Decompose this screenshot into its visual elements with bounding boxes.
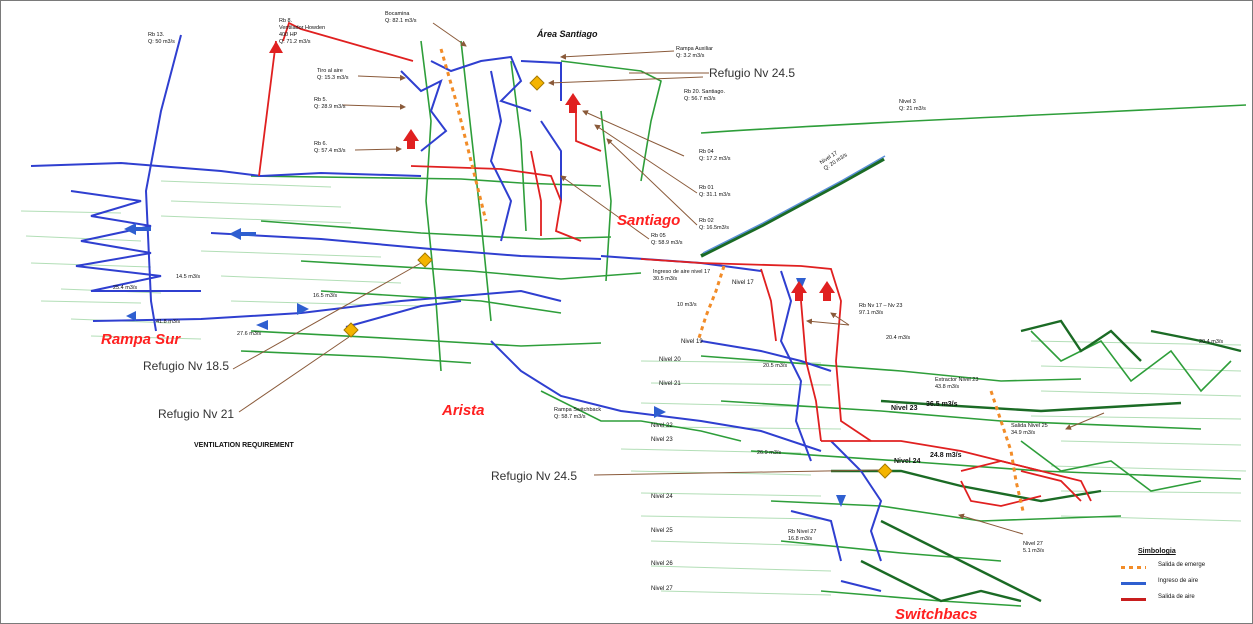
callout-rb05: Rb 05 Q: 58.9 m3/s xyxy=(651,233,683,246)
legend-label: Salida de aire xyxy=(1158,594,1195,600)
legend-title: Simbologia xyxy=(1138,548,1176,555)
nivel-label: Nivel 17 xyxy=(732,280,754,286)
legend-label: Ingreso de aire xyxy=(1158,578,1199,584)
exhaust-direction-arrows xyxy=(269,41,835,301)
nivel-label: Nivel 23 xyxy=(651,437,673,443)
callout-rb20: Rb 20. Santiago. Q: 56.7 m3/s xyxy=(684,89,725,102)
zone-label-switchbacs: Switchbacs xyxy=(895,606,978,623)
callout-rb01: Rb 01 Q: 31.1 m3/s xyxy=(699,185,731,198)
callout-ingreso-nivel17: Ingreso de aire nivel 17 30.5 m3/s xyxy=(653,269,711,282)
callout-rb6: Rb 6. Q: 57.4 m3/s xyxy=(314,141,346,154)
callout-rb5: Rb 5. Q: 28.9 m3/s xyxy=(314,97,346,110)
nivel-label: Nivel 24 xyxy=(651,494,673,500)
callout-bocamina: Bocamina Q: 82.1 m3/s xyxy=(385,11,417,24)
legend-swatch-intake xyxy=(1121,582,1146,585)
nivel-label: Nivel 23 xyxy=(891,405,918,412)
callout-rb-nivel27: Rb Nivel 27 16.8 m3/s xyxy=(788,529,817,542)
nivel-label: 24.8 m3/s xyxy=(930,452,962,459)
refugio-label-nv185: Refugio Nv 18.5 xyxy=(143,359,230,373)
refugio-label-nv245-bottom: Refugio Nv 24.5 xyxy=(491,469,578,483)
callout-salida-nivel25: Salida Nivel 25 34.9 m3/s xyxy=(1011,423,1048,436)
gallery-network-dark xyxy=(831,319,1242,603)
zone-label-arista: Arista xyxy=(442,402,485,419)
nivel-label: Nivel 21 xyxy=(659,381,681,387)
zone-label-area-santiago: Área Santiago xyxy=(537,29,598,39)
legend-swatch-exhaust xyxy=(1121,598,1146,601)
nivel-label: Nivel 24 xyxy=(894,458,921,465)
flow-label: 20.4 m3/s xyxy=(886,335,911,341)
flow-label: 25.4 m3/s xyxy=(113,285,138,291)
drift-field-left xyxy=(20,180,422,340)
gallery-network xyxy=(240,40,1247,607)
refugio-markers xyxy=(343,75,893,479)
callout-nivel3: Nivel 3 Q: 21 m3/s xyxy=(899,99,926,112)
legend-swatch-emergency xyxy=(1121,566,1146,569)
legend-label: Salida de emerge xyxy=(1158,562,1206,568)
flow-label: 26.9 m3/s xyxy=(757,450,782,456)
flow-label: 10 m3/s xyxy=(677,302,697,308)
nivel-label: Nivel 25 xyxy=(651,528,673,534)
callout-rb04: Rb 04 Q: 17.2 m3/s xyxy=(699,149,731,162)
nivel17-ramp xyxy=(700,155,886,258)
legend-item: Salida de aire xyxy=(1118,594,1252,604)
refugio-label-nv21: Refugio Nv 21 xyxy=(158,407,235,421)
callout-nivel27-flow: Nivel 27 5.1 m3/s xyxy=(1023,541,1045,554)
nivel-label: Nivel 20 xyxy=(659,357,681,363)
callout-rb-nv17-nv23: Rb Nv 17 – Nv 23 97.1 m3/s xyxy=(859,303,903,316)
nivel-label: Nivel 19 xyxy=(681,339,703,345)
ventilation-requirement-title: VENTILATION REQUIREMENT xyxy=(194,442,294,449)
flow-label: 14.5 m3/s xyxy=(176,274,201,280)
zone-label-rampa-sur: Rampa Sur xyxy=(101,331,181,348)
legend-item: Ingreso de aire xyxy=(1118,578,1252,588)
flow-label: 20.5 m3/s xyxy=(763,363,788,369)
air-intake-network xyxy=(30,34,883,592)
drift-field-right xyxy=(620,340,1247,596)
callout-extractor-nivel23: Extractor Nivel 23 43.8 m3/s xyxy=(935,377,979,390)
legend-item: Salida de emerge xyxy=(1118,562,1252,572)
callout-tiro-aire: Tiro al aire Q: 15.3 m3/s xyxy=(317,68,349,81)
nivel-label: Nivel 22 xyxy=(651,423,673,429)
air-exhaust-network xyxy=(258,21,1092,507)
callout-rb02: Rb 02 Q: 16.5m3/s xyxy=(699,218,729,231)
flow-label: 27.6 m3/s xyxy=(237,331,262,337)
nivel-label: Nivel 26 xyxy=(651,561,673,567)
flow-label: 41.8 m3/s xyxy=(156,319,181,325)
nivel-label: Nivel 27 xyxy=(651,586,673,592)
callout-rampa-auxiliar: Rampa Auxiliar Q: 3.2 m3/s xyxy=(676,46,713,59)
intake-direction-arrows xyxy=(124,223,846,507)
callout-rb13: Rb 13. Q: 50 m3/s xyxy=(148,32,175,45)
callout-rb8: Rb 8. Ventilador Howden 400 HP Q: 71.2 m… xyxy=(279,18,326,45)
nivel-label: 36.5 m3/s xyxy=(926,401,958,408)
legend: Simbologia Salida de emerge Ingreso de a… xyxy=(1118,548,1252,610)
flow-label: 16.5 m3/s xyxy=(313,293,338,299)
callout-rampa-switchback: Rampa Switchback Q: 58.7 m3/s xyxy=(554,407,602,420)
emergency-exit-routes xyxy=(439,48,1025,512)
callout-leaders xyxy=(232,22,1105,535)
refugio-label-nv245-top: Refugio Nv 24.5 xyxy=(709,66,796,80)
zone-label-santiago: Santiago xyxy=(617,212,681,229)
flow-label: 20.4 m3/s xyxy=(1199,339,1224,345)
